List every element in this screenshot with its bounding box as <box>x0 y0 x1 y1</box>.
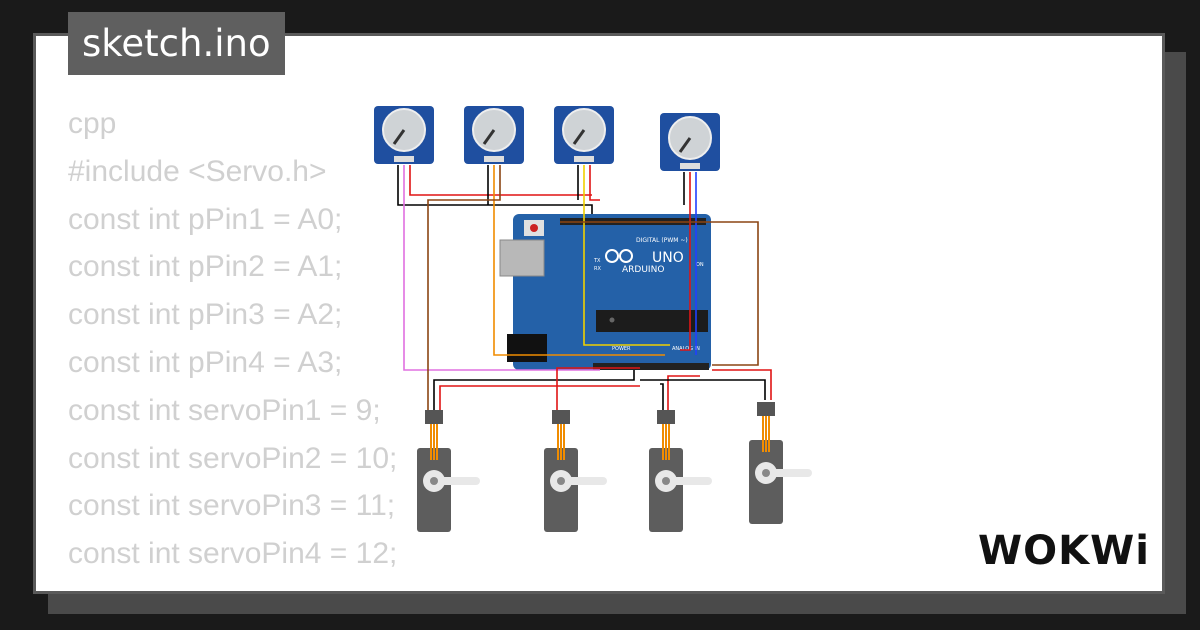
code-line: const int servoPin3 = 11; <box>68 489 396 523</box>
analog-header <box>593 363 709 370</box>
analog-label: ANALOG IN <box>672 346 700 352</box>
servo-motor <box>417 410 480 532</box>
code-line: #include <Servo.h> <box>68 154 327 188</box>
wires <box>397 165 772 410</box>
board-brand-label: ARDUINO <box>622 265 664 275</box>
arduino-logo-icon <box>605 249 633 263</box>
potentiometer <box>464 106 524 164</box>
on-led-label: ON <box>696 262 704 268</box>
rx-label: RX <box>594 266 601 272</box>
code-line: const int pPin3 = A2; <box>68 298 343 332</box>
arduino-uno-board: ARDUINO UNO DIGITAL (PWM ~) POWER ANALOG… <box>499 214 711 370</box>
code-line: const int servoPin4 = 12; <box>68 537 398 571</box>
code-line: const int pPin2 = A1; <box>68 250 343 284</box>
board-model-label: UNO <box>652 250 684 266</box>
code-line: cpp <box>68 107 117 140</box>
code-line: const int pPin1 = A0; <box>68 202 343 236</box>
code-background: cpp #include <Servo.h> const int pPin1 =… <box>68 100 397 578</box>
atmega-chip <box>596 310 708 332</box>
servo-motor <box>544 410 607 532</box>
tx-label: TX <box>593 258 601 264</box>
file-title-badge: sketch.ino <box>68 12 285 75</box>
potentiometer <box>554 106 614 164</box>
code-line: const int servoPin1 = 9; <box>68 393 381 427</box>
servo-motor <box>649 410 712 532</box>
power-jack <box>507 334 547 362</box>
usb-port <box>499 239 545 277</box>
code-line: const int servoPin2 = 10; <box>68 441 398 475</box>
servo-motor <box>749 402 812 524</box>
code-line: const int pPin4 = A3; <box>68 345 343 379</box>
wokwi-logo: WOKWi <box>978 528 1150 574</box>
power-label: POWER <box>612 346 631 352</box>
potentiometer <box>374 106 434 164</box>
digital-label: DIGITAL (PWM ~) <box>636 237 688 244</box>
potentiometer <box>660 113 720 171</box>
